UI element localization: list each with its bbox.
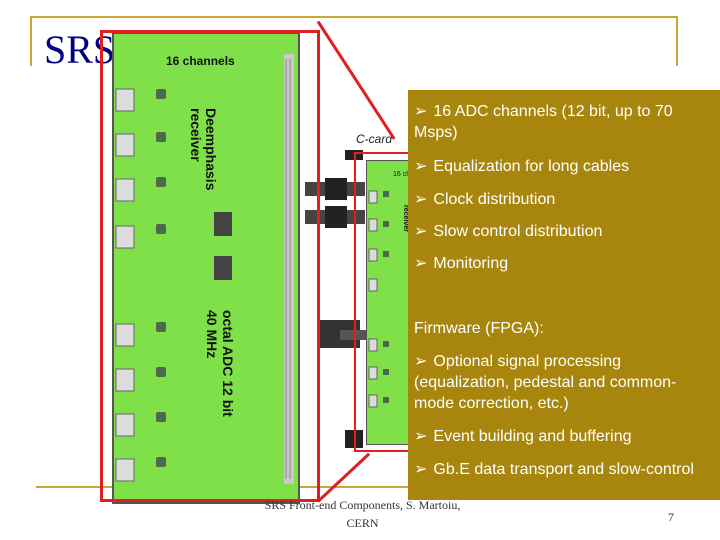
small-board-channels: 16 ch xyxy=(393,171,411,178)
feature-2: ➢Equalization for long cables xyxy=(414,156,630,175)
info-panel xyxy=(408,90,720,500)
page-number: 7 xyxy=(668,510,674,524)
firmware-item-3: ➢Gb.E data transport and slow-control xyxy=(414,459,694,478)
feature-3: ➢Clock distribution xyxy=(414,189,556,208)
left-rule xyxy=(30,16,32,66)
firmware-heading: Firmware (FPGA): xyxy=(414,320,544,337)
feature-5: ➢Monitoring xyxy=(414,253,509,272)
feature-1: ➢16 ADC channels (12 bit, up to 70 Msps) xyxy=(414,101,673,141)
board-label-channels: 16 channels xyxy=(166,54,235,68)
page-title: SRS xyxy=(44,27,116,72)
firmware-item-2: ➢Event building and buffering xyxy=(414,426,632,445)
top-rule xyxy=(30,16,678,18)
adc-board-photo: 16 channels Deemphasis receiver octal AD… xyxy=(112,32,300,504)
firmware-item-1: ➢Optional signal processing (equalizatio… xyxy=(414,351,677,412)
feature-4: ➢Slow control distribution xyxy=(414,221,603,240)
footer-text: SRS Front-end Components, S. Martoiu, CE… xyxy=(264,498,461,530)
zoom-line-top xyxy=(316,20,396,140)
zoom-frame-large xyxy=(100,30,320,502)
adc-board-small-photo: 16 ch receiver xyxy=(366,160,416,445)
bottom-rule xyxy=(36,486,686,488)
right-rule xyxy=(676,16,678,66)
card-label: C-card xyxy=(356,132,393,146)
